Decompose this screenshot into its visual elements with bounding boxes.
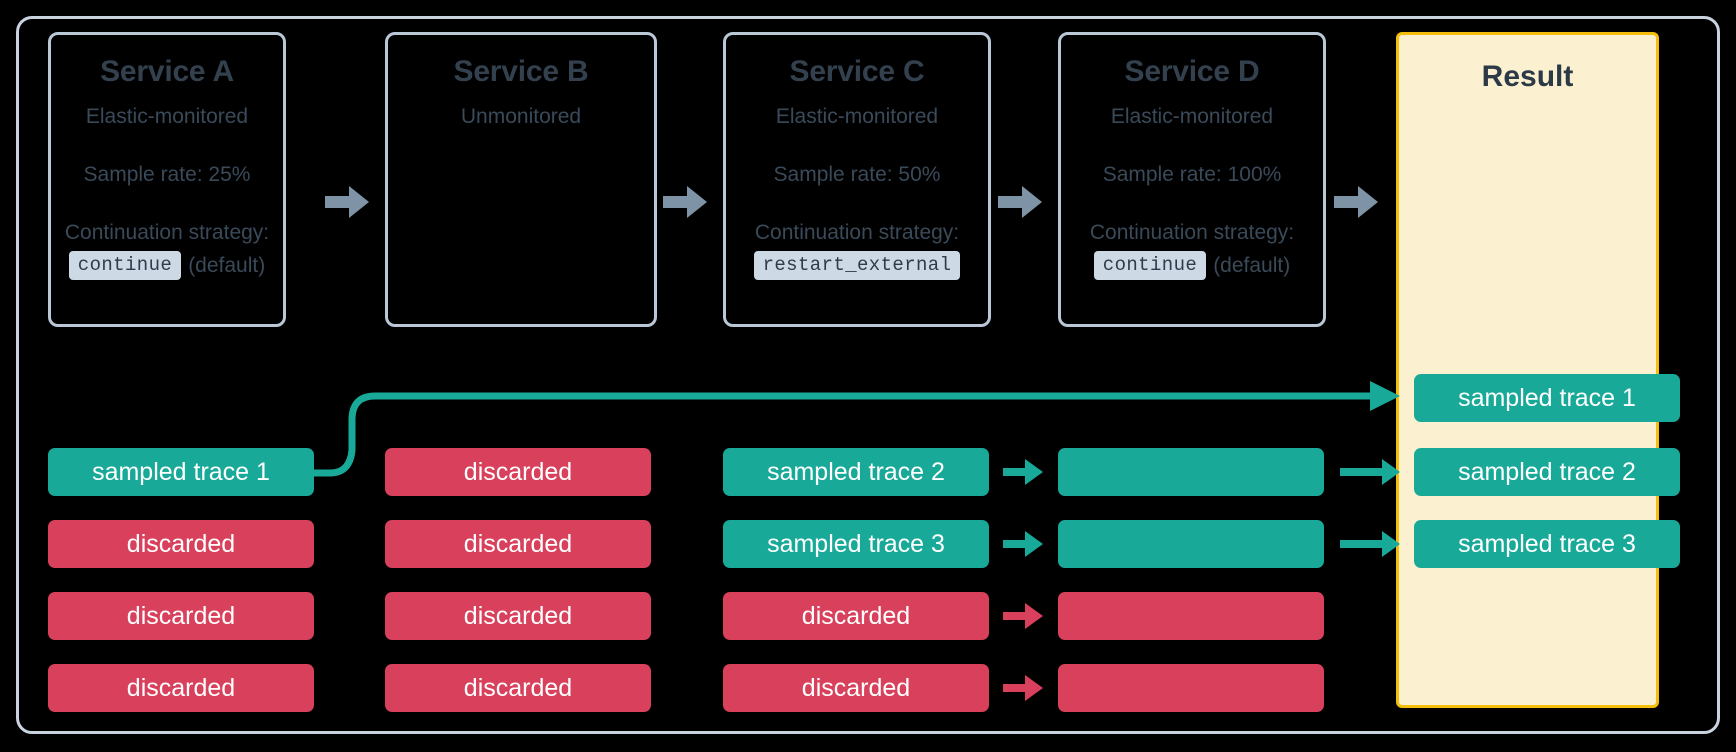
trace-arrow-c-to-d	[1003, 531, 1043, 557]
trace-pill: discarded	[723, 592, 989, 640]
trace-pill-label: discarded	[463, 457, 573, 486]
service-monitoring-status: Unmonitored	[460, 104, 582, 128]
service-title: Service B	[453, 55, 589, 88]
trace-pill: discarded	[385, 448, 651, 496]
trace-pill-label: discarded	[463, 601, 573, 630]
service-card-b: Service B Unmonitored	[385, 32, 657, 327]
result-pill: sampled trace 3	[1414, 520, 1680, 568]
service-continuation-label: Continuation strategy:	[64, 220, 270, 244]
service-strategy-line: continue (default)	[51, 251, 283, 281]
strategy-default-note: (default)	[1213, 253, 1291, 277]
trace-pill-label: sampled trace 3	[767, 529, 945, 558]
trace-pill: discarded	[48, 520, 314, 568]
service-title: Service A	[100, 55, 234, 88]
trace-pill-label: sampled trace 1	[92, 457, 270, 486]
trace-pill-label: discarded	[463, 529, 573, 558]
trace-arrow-d-to-result	[1340, 459, 1400, 485]
flow-arrow-b-to-c	[663, 186, 707, 218]
strategy-code-badge: continue	[1093, 251, 1207, 281]
service-continuation-label: Continuation strategy:	[754, 220, 960, 244]
trace-pill-label: discarded	[801, 673, 911, 702]
service-card-c: Service C Elastic-monitored Sample rate:…	[723, 32, 991, 327]
trace-pill: discarded	[385, 592, 651, 640]
trace-pill: discarded	[385, 664, 651, 712]
trace-arrow-c-to-d	[1003, 459, 1043, 485]
service-monitoring-status: Elastic-monitored	[1110, 104, 1274, 128]
service-title: Service C	[789, 55, 925, 88]
service-sample-rate: Sample rate: 100%	[1102, 162, 1282, 186]
service-title: Service D	[1124, 55, 1260, 88]
trace-pill-label: sampled trace 2	[767, 457, 945, 486]
diagram-outer-frame	[16, 16, 1720, 734]
result-pill-label: sampled trace 3	[1458, 529, 1636, 558]
trace-pill: sampled trace 1	[48, 448, 314, 496]
trace-pill-label: discarded	[801, 601, 911, 630]
result-panel: Result	[1396, 32, 1659, 708]
trace-arrow-d-to-result	[1340, 531, 1400, 557]
trace-pill-label: discarded	[126, 673, 236, 702]
service-continuation-label: Continuation strategy:	[1089, 220, 1295, 244]
trace-pill: discarded	[385, 520, 651, 568]
trace-arrow-c-to-d	[1003, 675, 1043, 701]
result-pill: sampled trace 1	[1414, 374, 1680, 422]
service-strategy-line: continue (default)	[1061, 251, 1323, 281]
service-monitoring-status: Elastic-monitored	[775, 104, 939, 128]
service-card-a: Service A Elastic-monitored Sample rate:…	[48, 32, 286, 327]
service-monitoring-status: Elastic-monitored	[85, 104, 249, 128]
trace-pill-label: discarded	[126, 529, 236, 558]
flow-arrow-c-to-d	[998, 186, 1042, 218]
trace-arrow-c-to-d	[1003, 603, 1043, 629]
service-sample-rate: Sample rate: 50%	[773, 162, 941, 186]
trace-pill	[1058, 592, 1324, 640]
result-title: Result	[1481, 60, 1574, 93]
strategy-code-badge: restart_external	[753, 251, 961, 281]
flow-arrow-d-to-result	[1334, 186, 1378, 218]
trace-pill: sampled trace 3	[723, 520, 989, 568]
trace-pill	[1058, 664, 1324, 712]
trace-pill-label: discarded	[463, 673, 573, 702]
result-pill-label: sampled trace 1	[1458, 383, 1636, 412]
service-card-d: Service D Elastic-monitored Sample rate:…	[1058, 32, 1326, 327]
trace-pill: discarded	[48, 592, 314, 640]
trace-pill	[1058, 448, 1324, 496]
service-sample-rate: Sample rate: 25%	[83, 162, 251, 186]
result-pill-label: sampled trace 2	[1458, 457, 1636, 486]
trace-pill: discarded	[723, 664, 989, 712]
trace-pill-label: discarded	[126, 601, 236, 630]
strategy-code-badge: continue	[68, 251, 182, 281]
trace-pill: sampled trace 2	[723, 448, 989, 496]
service-strategy-line: restart_external	[726, 251, 988, 281]
flow-arrow-a-to-b	[325, 186, 369, 218]
strategy-default-note: (default)	[188, 253, 266, 277]
result-pill: sampled trace 2	[1414, 448, 1680, 496]
trace-pill: discarded	[48, 664, 314, 712]
trace-pill	[1058, 520, 1324, 568]
